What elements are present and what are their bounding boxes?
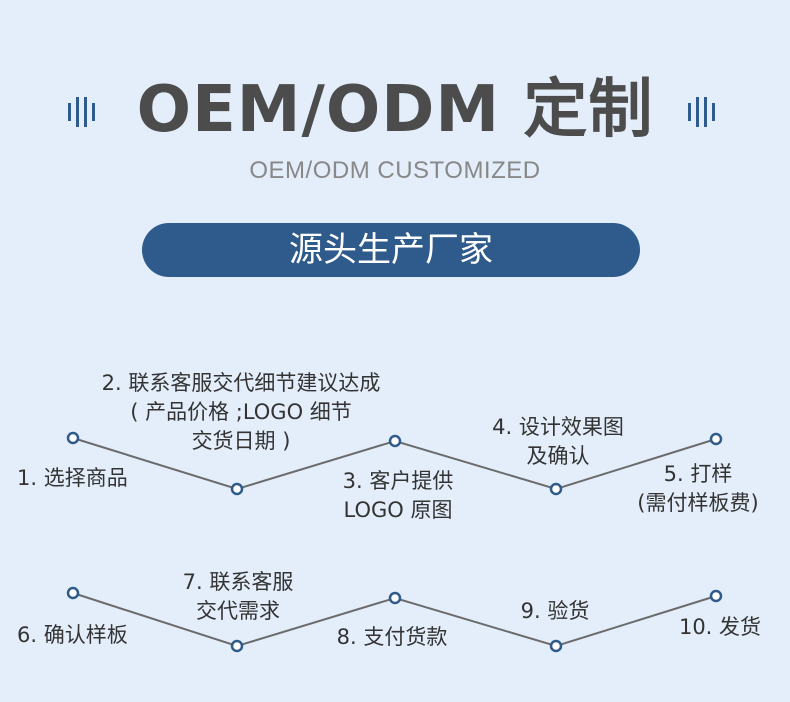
page-title: OEM/ODM 定制 bbox=[136, 73, 654, 147]
step-node-1 bbox=[66, 431, 80, 445]
step-label-7: 7. 联系客服 交代需求 bbox=[182, 570, 294, 623]
step-node-4 bbox=[549, 482, 563, 496]
left-bars-icon bbox=[68, 97, 95, 127]
step-node-10 bbox=[709, 589, 723, 603]
step-label-1: 1. 选择商品 bbox=[17, 466, 128, 490]
step-node-5 bbox=[709, 432, 723, 446]
step-node-2 bbox=[230, 482, 244, 496]
step-label-6: 6. 确认样板 bbox=[17, 623, 128, 647]
step-label-8: 8. 支付货款 bbox=[336, 625, 448, 649]
step-node-7 bbox=[230, 639, 244, 653]
right-bars-icon bbox=[688, 97, 715, 127]
step-node-8 bbox=[388, 591, 402, 605]
step-label-3: 3. 客户提供 LOGO 原图 bbox=[342, 469, 454, 522]
step-label-4: 4. 设计效果图 及确认 bbox=[492, 415, 624, 468]
step-node-6 bbox=[66, 586, 80, 600]
step-node-3 bbox=[388, 434, 402, 448]
step-node-9 bbox=[549, 639, 563, 653]
step-label-2: 2. 联系客服交代细节建议达成 ( 产品价格 ;LOGO 细节 交货日期 ) bbox=[101, 371, 381, 453]
step-label-10: 10. 发货 bbox=[678, 615, 762, 639]
step-label-5: 5. 打样 (需付样板费) bbox=[637, 462, 759, 515]
page-subtitle: OEM/ODM CUSTOMIZED bbox=[249, 157, 541, 184]
factory-badge: 源头生产厂家 bbox=[142, 223, 640, 277]
step-label-9: 9. 验货 bbox=[520, 599, 590, 623]
